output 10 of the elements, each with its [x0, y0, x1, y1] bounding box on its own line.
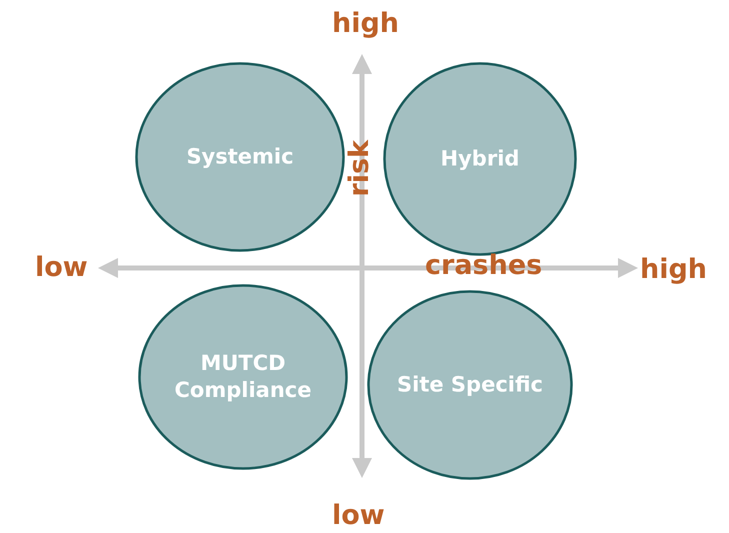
- quadrant-label: Hybrid: [440, 146, 520, 172]
- quadrant-label: Site Specific: [396, 372, 544, 398]
- axis-title: risk: [343, 140, 376, 197]
- axis-end-label: low: [332, 500, 385, 532]
- axis-end-label: high: [332, 8, 400, 40]
- axis-end-label: low: [35, 252, 88, 284]
- quadrant-label: Systemic: [185, 144, 295, 170]
- quadrant-label: MUTCD Compliance: [174, 350, 312, 404]
- axis-end-label: high: [640, 254, 708, 286]
- axis-title: crashes: [425, 250, 542, 282]
